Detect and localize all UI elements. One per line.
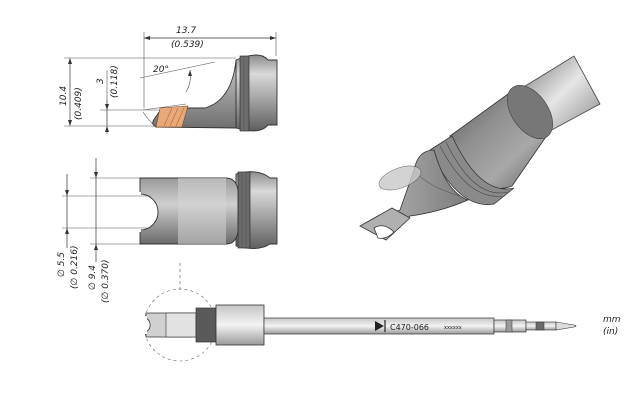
angle-label: 20° xyxy=(153,65,169,75)
length-mm-label: 13.7 xyxy=(176,26,196,36)
isometric-view xyxy=(359,55,601,241)
tip-in-label: (0.118) xyxy=(110,65,120,98)
cartridge-barrel xyxy=(215,304,265,346)
tip-mm-label: 3 xyxy=(96,78,106,84)
tinned-tip xyxy=(155,105,189,128)
outer-dia-in-label: (∅ 0.370) xyxy=(101,260,111,304)
diode-icon xyxy=(375,320,386,332)
part-number-label: C470-066 xyxy=(390,323,429,332)
plan-view: ∅ 5.5 (∅ 0.216) ∅ 9.4 (∅ 0.370) xyxy=(57,158,278,304)
inner-dia-mm-label: ∅ 5.5 xyxy=(57,252,67,277)
cartridge-view: C470-066 xxxxxx xyxy=(140,263,577,362)
length-in-label: (0.539) xyxy=(171,40,204,50)
serial-marking: xxxxxx xyxy=(444,325,462,331)
iso-blade xyxy=(360,149,470,237)
side-view-top: 13.7 (0.539) 10.4 (0.409) 3 (0.118) 20° xyxy=(59,26,278,134)
outer-dia-mm-label: ∅ 9.4 xyxy=(88,265,98,290)
height-in-label: (0.409) xyxy=(74,87,84,120)
unit-in-label: (in) xyxy=(603,327,618,337)
side-view-ring xyxy=(239,55,250,132)
unit-mm-label: mm xyxy=(603,315,621,325)
inner-dia-in-label: (∅ 0.216) xyxy=(70,246,80,290)
height-mm-label: 10.4 xyxy=(59,86,69,106)
